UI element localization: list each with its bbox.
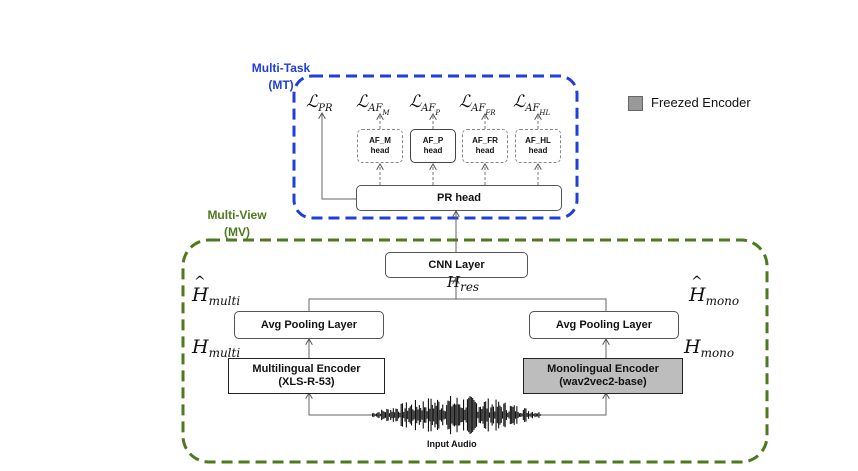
af-head-connectors — [380, 115, 538, 185]
freezed-encoder-swatch — [628, 96, 643, 111]
avg-pooling-left: Avg Pooling Layer — [234, 311, 384, 339]
loss-af-fr: ℒAFFR — [459, 92, 496, 117]
h-multi-label: Hmulti — [192, 336, 241, 360]
freezed-encoder-legend: Freezed Encoder — [651, 95, 751, 110]
audio-to-encoders-connector — [309, 394, 606, 416]
multi-task-title: Multi-Task — [251, 61, 311, 75]
multi-task-abbr: (MT) — [268, 78, 294, 92]
input-audio-label: Input Audio — [427, 439, 477, 449]
multi-task-container — [292, 74, 579, 220]
monolingual-encoder: Monolingual Encoder (wav2vec2-base) — [523, 358, 683, 394]
avg-pooling-right: Avg Pooling Layer — [529, 311, 679, 339]
h-res-label: Hres — [447, 273, 480, 294]
multilingual-encoder: Multilingual Encoder (XLS-R-53) — [228, 358, 385, 394]
pooling-merge-connector — [308, 279, 607, 311]
loss-af-m: ℒAFM — [356, 92, 390, 117]
multi-view-title: Multi-View — [207, 208, 267, 222]
pr-head: PR head — [356, 185, 562, 211]
h-mono-label: Hmono — [684, 336, 735, 360]
multi-view-label: Multi-View (MV) — [196, 207, 278, 241]
loss-pr: ℒPR — [306, 92, 333, 114]
loss-af-p: ℒAFP — [409, 92, 441, 117]
multi-view-abbr: (MV) — [224, 225, 250, 239]
cnn-layer: CNN Layer — [385, 252, 528, 278]
multi-view-container — [181, 238, 769, 464]
waveform-icon — [372, 395, 541, 435]
pr-loss-connector — [322, 114, 356, 200]
loss-af-hl: ℒAFHL — [513, 92, 551, 117]
h-mono-hat-label: Hmono — [689, 274, 739, 308]
h-multi-hat-label: Hmulti — [192, 274, 240, 308]
multi-task-label: Multi-Task (MT) — [238, 60, 324, 94]
